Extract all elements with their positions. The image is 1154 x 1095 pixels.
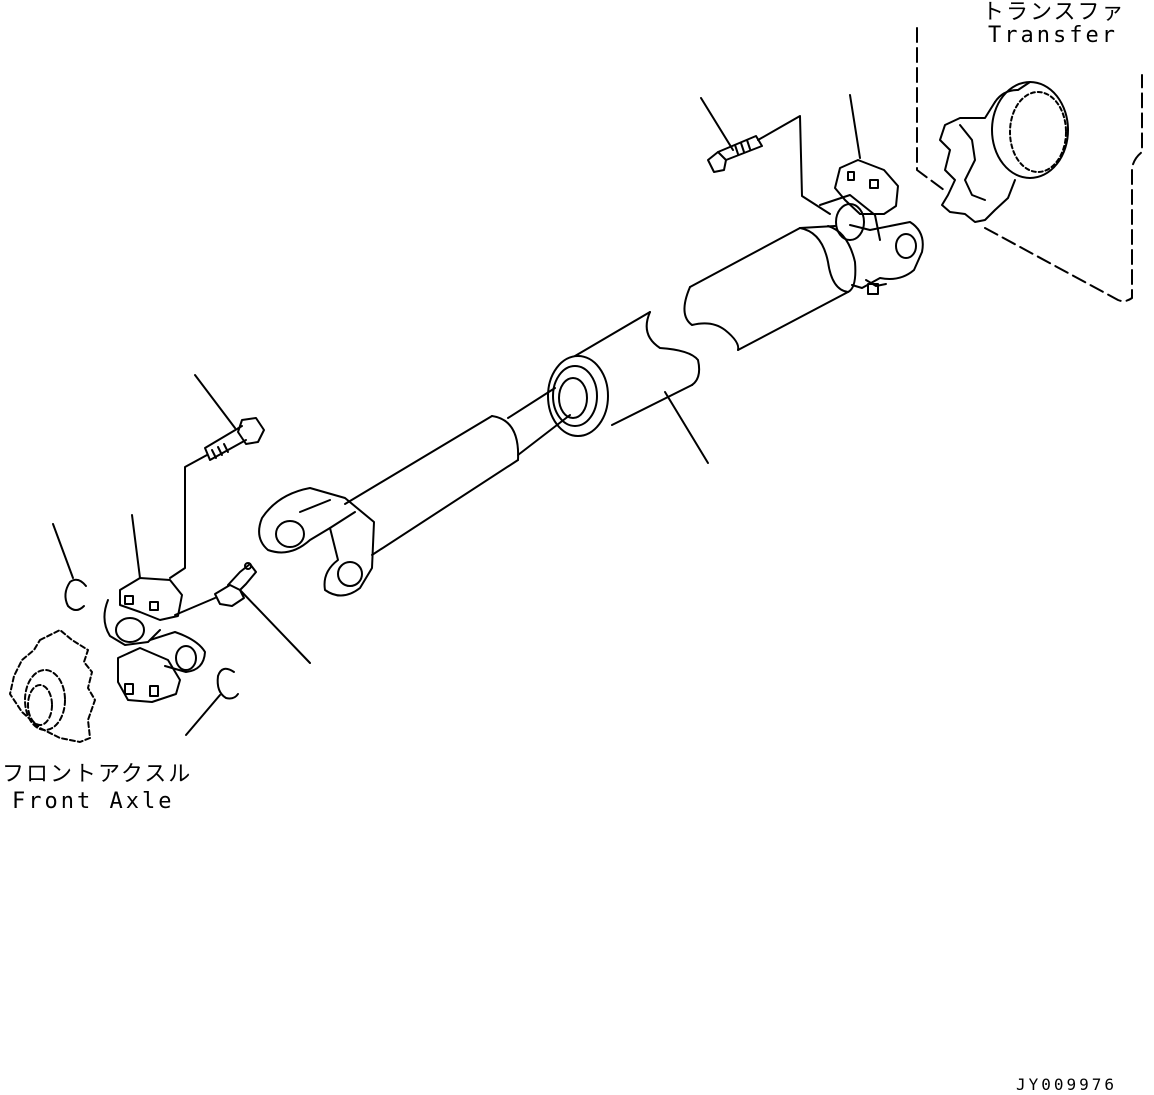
front-axle-label-jp: フロントアクスル: [2, 762, 193, 787]
u-joint-leader-line: [131, 514, 141, 579]
spline-shaft: [507, 387, 571, 456]
transfer-housing-outline: [916, 27, 1143, 303]
transfer-label-en: Transfer: [988, 23, 1118, 48]
slip-joint-collar: [547, 355, 609, 437]
rear-yoke-leader-line: [849, 94, 861, 159]
front-axle-flange: [9, 629, 96, 743]
front-flange-bolt: [194, 374, 265, 461]
rear-shaft-tube: [683, 225, 857, 351]
rear-yoke: [849, 221, 924, 295]
front-axle-label-en: Front Axle: [12, 789, 175, 814]
transfer-label-jp: トランスファ: [982, 0, 1126, 25]
transfer-output-flange: [939, 81, 1069, 223]
front-snap-ring-upper: [52, 523, 87, 611]
drawing-id-label: JY009976: [1016, 1075, 1118, 1094]
front-universal-joint: [103, 514, 206, 703]
front-bolt-link-line: [169, 454, 208, 579]
front-yoke: [258, 487, 375, 597]
tube-leader-line: [664, 391, 709, 464]
front-sleeve: [344, 415, 520, 556]
rear-bolt-link-line: [757, 115, 831, 215]
front-snap-ring-lower: [185, 667, 239, 736]
front-shaft-tube: [574, 311, 709, 464]
rear-flange-bolt: [700, 97, 763, 173]
grease-fitting: [174, 562, 311, 664]
